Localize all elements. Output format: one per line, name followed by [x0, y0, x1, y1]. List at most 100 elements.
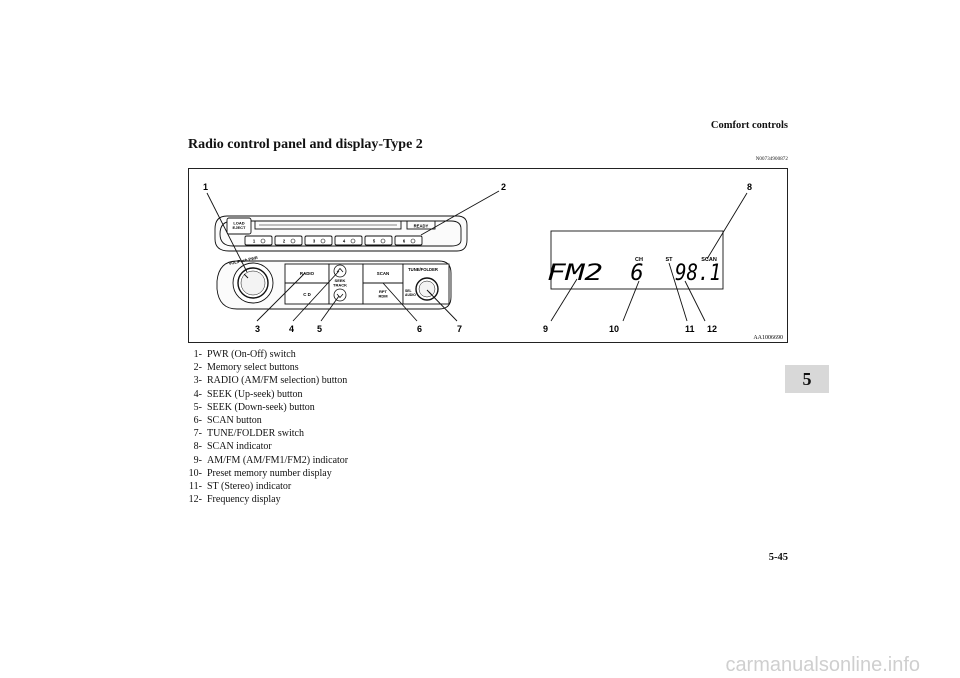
legend-text: AM/FM (AM/FM1/FM2) indicator — [207, 454, 349, 466]
memory-button-label-5: 5 — [373, 238, 376, 243]
reference-code: N00734900872 — [755, 157, 788, 162]
memory-button-indicator-icon — [290, 238, 296, 244]
callout-8: 8 — [747, 182, 752, 192]
memory-select-buttons: 1 2 3 4 5 6 — [244, 235, 423, 246]
control-unit — [216, 260, 452, 310]
tune-folder-knob — [415, 277, 439, 301]
frequency-readout: 98.1 — [675, 261, 721, 286]
memory-button-3 — [304, 235, 333, 246]
legend-text: SEEK (Up-seek) button — [207, 388, 303, 400]
legend-number: 2- — [193, 362, 202, 374]
legend-text: RADIO (AM/FM selection) button — [207, 375, 348, 387]
legend-item: 4- SEEK (Up-seek) button — [180, 388, 348, 401]
callout-5: 5 — [317, 324, 322, 334]
legend-item: 6- SCAN button — [180, 414, 348, 427]
pwr-vol-label: VOL/Push PWR — [228, 255, 258, 266]
callout-3: 3 — [255, 324, 260, 334]
scan-indicator: SCAN — [701, 257, 717, 263]
legend-number: 11- — [189, 481, 202, 493]
legend-item: 2- Memory select buttons — [180, 361, 348, 374]
page-heading: Radio control panel and display-Type 2 — [188, 137, 423, 152]
memory-button-5 — [364, 235, 393, 246]
memory-button-label-6: 6 — [403, 238, 406, 243]
section-title: Comfort controls — [710, 120, 788, 131]
page-number: 5-45 — [768, 552, 788, 563]
legend-text: Preset memory number display — [207, 467, 332, 479]
legend-number: 6- — [193, 415, 202, 427]
callout-6: 6 — [417, 324, 422, 334]
figure-id: AA1006690 — [753, 335, 783, 341]
legend-number: 1- — [193, 349, 202, 360]
radio-button-label: RADIO — [300, 271, 315, 276]
memory-button-label-2: 2 — [283, 238, 286, 243]
radio-display — [550, 230, 724, 290]
legend-item: 9- AM/FM (AM/FM1/FM2) indicator — [180, 454, 348, 467]
callout-4: 4 — [289, 324, 294, 334]
memory-button-4 — [334, 235, 363, 246]
legend-number: 10- — [188, 467, 202, 479]
callout-2: 2 — [501, 182, 506, 192]
legend-list: 1- PWR (On-Off) switch 2- Memory select but… — [180, 348, 348, 506]
memory-button-indicator-icon — [320, 238, 326, 244]
legend-text: Memory select buttons — [207, 362, 299, 374]
memory-button-indicator-icon — [350, 238, 356, 244]
chapter-tab: 5 — [785, 365, 829, 393]
legend-number: 5- — [193, 401, 202, 413]
callout-1: 1 — [203, 182, 208, 192]
legend-text: TUNE/FOLDER switch — [207, 428, 304, 440]
memory-button-indicator-icon — [410, 238, 416, 244]
legend-number: 8- — [193, 441, 202, 453]
legend-text: SCAN indicator — [207, 441, 272, 453]
callout-12: 12 — [707, 324, 717, 334]
legend-text: SCAN button — [207, 415, 262, 427]
legend-number: 12- — [188, 494, 202, 506]
memory-button-label-4: 4 — [343, 238, 346, 243]
legend-item: 5- SEEK (Down-seek) button — [180, 401, 348, 414]
callout-10: 10 — [609, 324, 619, 334]
legend-item: 1- PWR (On-Off) switch — [180, 348, 348, 361]
legend-number: 4- — [193, 388, 202, 400]
st-indicator: ST — [665, 257, 673, 263]
legend-text: Frequency display — [207, 494, 281, 506]
leader-lines — [206, 190, 748, 322]
ready-label: READY — [414, 224, 429, 229]
legend-number: 7- — [193, 428, 202, 440]
seek-buttons — [333, 264, 347, 302]
legend-number: 9- — [193, 454, 202, 466]
legend-item: 11- ST (Stereo) indicator — [180, 480, 348, 493]
legend-text: ST (Stereo) indicator — [207, 481, 292, 493]
callout-7: 7 — [457, 324, 462, 334]
legend-item: 8- SCAN indicator — [180, 440, 348, 453]
ch-indicator: CH — [635, 257, 643, 263]
legend-item: 3- RADIO (AM/FM selection) button — [180, 374, 348, 387]
pwr-volume-knob — [232, 262, 274, 304]
legend-item: 7- TUNE/FOLDER switch — [180, 427, 348, 440]
scan-button-label: SCAN — [377, 271, 389, 276]
tune-folder-label: TUNE/FOLDER — [408, 267, 438, 272]
cd-button-label: C D — [303, 292, 311, 297]
legend-number: 3- — [193, 375, 202, 387]
watermark: carmanualsonline.info — [725, 654, 920, 676]
cd-unit — [214, 215, 468, 252]
memory-button-6 — [394, 235, 423, 246]
legend-item: 12- Frequency display — [180, 493, 348, 506]
callout-11: 11 — [685, 324, 695, 334]
memory-button-2 — [274, 235, 303, 246]
memory-button-1 — [244, 235, 273, 246]
legend-text: SEEK (Down-seek) button — [207, 401, 315, 413]
callout-9: 9 — [543, 324, 548, 334]
memory-button-indicator-icon — [260, 238, 266, 244]
legend-item: 10- Preset memory number display — [180, 467, 348, 480]
preset-readout: 6 — [630, 261, 643, 286]
memory-button-label-3: 3 — [313, 238, 316, 243]
memory-button-label-1: 1 — [253, 238, 256, 243]
legend-text: PWR (On-Off) switch — [207, 349, 296, 360]
memory-button-indicator-icon — [380, 238, 386, 244]
